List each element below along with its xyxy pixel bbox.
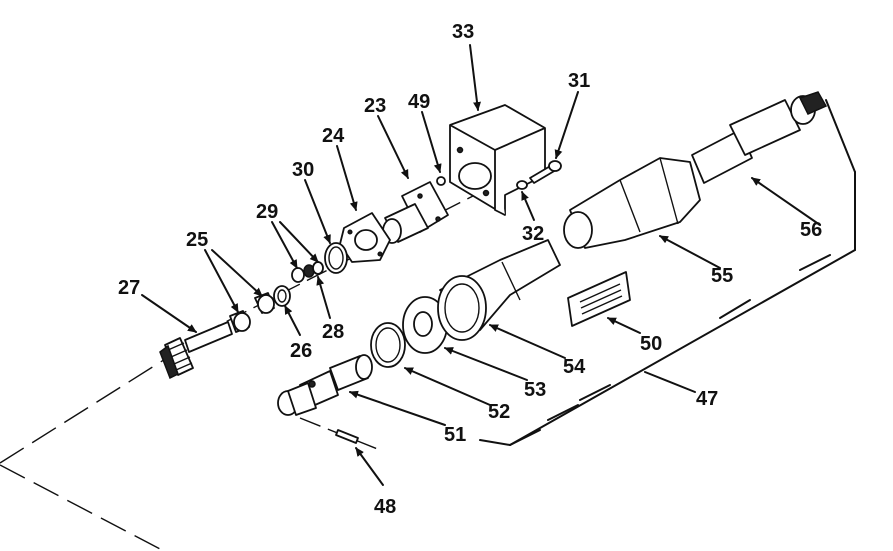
part-23-flange-adapter [382,181,449,244]
part-25-bushings [229,292,275,333]
callout-54: 54 [563,356,586,378]
centerlines [0,166,531,550]
callout-56: 56 [800,219,822,241]
callout-30: 30 [292,159,314,181]
part-33-mounting-bracket [449,104,546,216]
part-26-ring [273,285,291,307]
part-48-pin [335,429,359,444]
part-53-seal [402,296,448,354]
part-56-drive-shaft [691,91,828,184]
callout-25: 25 [186,229,208,251]
callout-28: 28 [322,321,344,343]
callout-32: 32 [522,223,544,245]
part-54-boot [437,239,561,341]
leader-lines [141,44,821,486]
callout-51: 51 [444,424,466,446]
callout-26: 26 [290,340,312,362]
callout-29: 29 [256,201,278,223]
callout-49: 49 [408,91,430,113]
part-27-pinion-shaft [159,321,233,380]
part-24-plate [339,212,391,263]
callout-52: 52 [488,401,510,423]
part-51-universal-joint [277,354,373,416]
callout-33: 33 [452,21,474,43]
part-55-large-boot [563,157,701,249]
callout-31: 31 [568,70,590,92]
callout-53: 53 [524,379,546,401]
part-49-washer [436,176,446,186]
part-50-decal [567,271,631,327]
assembly-47-bracket [479,99,856,446]
part-30-retaining-ring [324,242,348,274]
callout-24: 24 [322,125,345,147]
part-31-bolt [529,160,562,184]
part-32-washer [516,180,528,190]
callout-55: 55 [711,265,733,287]
part-52-snap-ring [370,322,406,368]
callout-50: 50 [640,333,662,355]
callout-27: 27 [118,277,140,299]
callout-labels: 33 31 49 23 24 30 29 25 27 26 28 32 56 5… [118,21,822,518]
callout-23: 23 [364,95,386,117]
callout-48: 48 [374,496,396,518]
callout-47: 47 [696,388,718,410]
